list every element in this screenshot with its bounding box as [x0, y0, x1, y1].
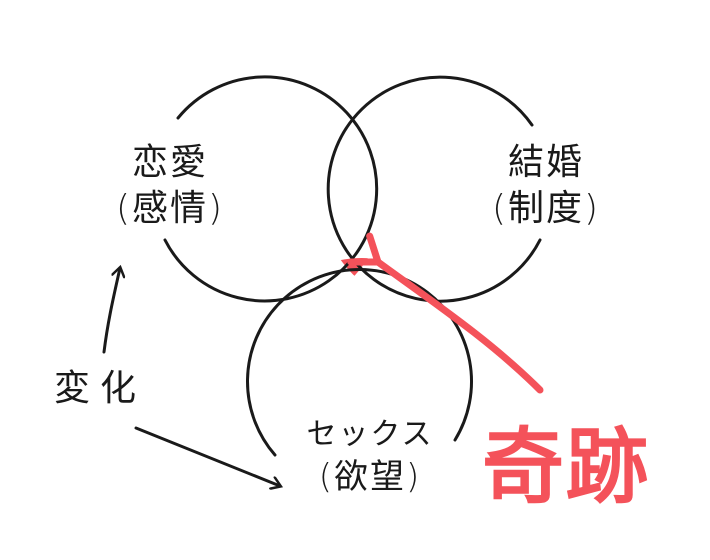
- set-title: 恋愛: [131, 142, 208, 183]
- miracle-label: 奇跡: [482, 420, 651, 515]
- set-subtitle: (欲望): [318, 457, 422, 497]
- set-label-marriage: 結婚 (制度): [476, 140, 616, 232]
- change-arrow-right: [134, 426, 280, 486]
- set-subtitle: (感情): [115, 188, 225, 229]
- set-label-sex: セックス (欲望): [290, 414, 450, 498]
- circle-sex: [246, 267, 473, 457]
- change-label: 変化: [53, 368, 146, 409]
- set-label-romance: 恋愛 (感情): [100, 140, 240, 232]
- set-title: 結婚: [507, 142, 584, 183]
- miracle-arrow: [347, 232, 544, 394]
- set-subtitle: (制度): [491, 188, 601, 229]
- set-title: セックス: [306, 417, 434, 452]
- change-arrow-up: [102, 268, 120, 354]
- circle-romance: [163, 75, 379, 303]
- circle-marriage: [326, 75, 542, 303]
